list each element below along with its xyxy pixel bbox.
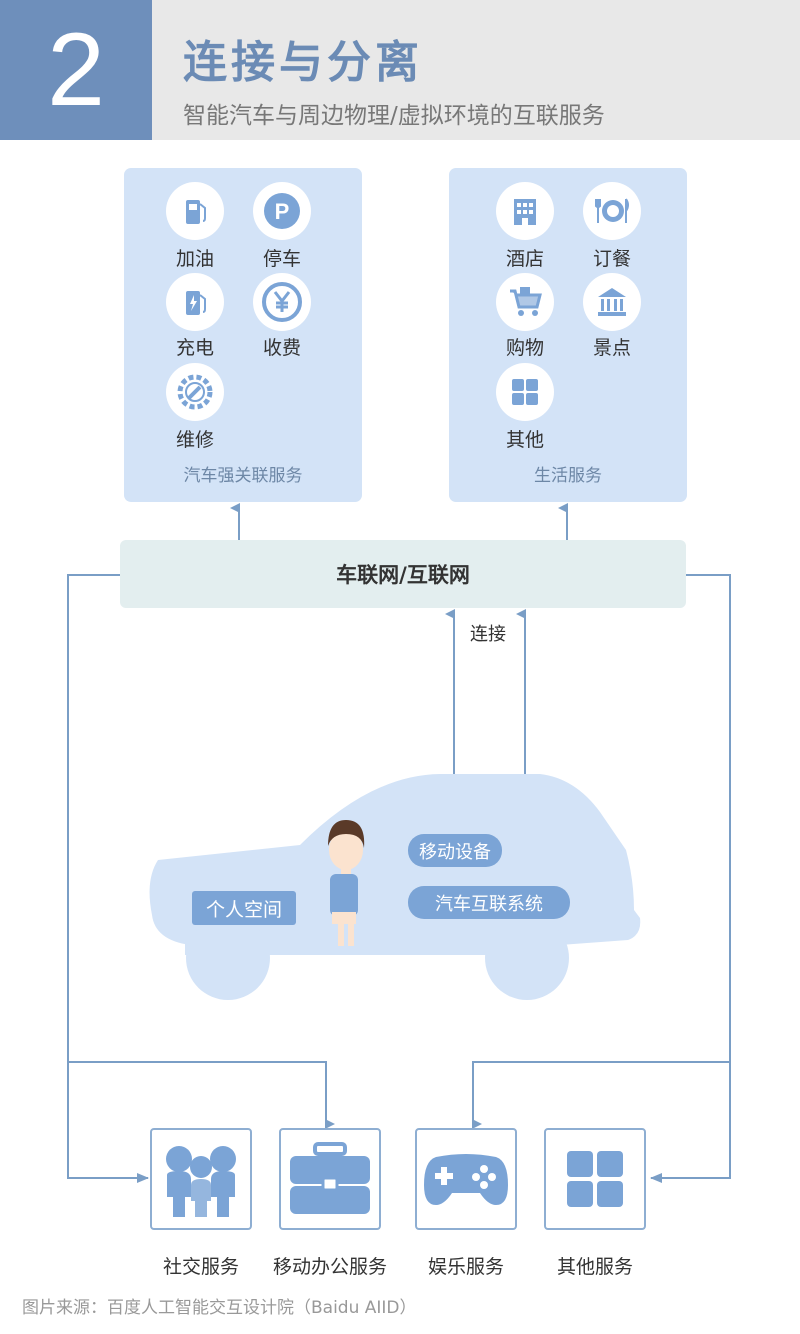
page-subtitle: 智能汽车与周边物理/虚拟环境的互联服务 xyxy=(183,103,605,129)
service-label-fuel: 加油 xyxy=(175,248,214,270)
repair-icon[interactable] xyxy=(166,363,224,421)
entertainment-service-box[interactable] xyxy=(415,1128,517,1230)
mobile-device-pill[interactable]: 移动设备 xyxy=(408,834,502,867)
entertainment-service-label: 娱乐服务 xyxy=(427,1256,504,1278)
service-label-parking: 停车 xyxy=(262,248,301,270)
other-service-label: 其他服务 xyxy=(556,1256,633,1278)
life-services-caption: 生活服务 xyxy=(534,466,602,486)
arrow-to-other xyxy=(650,574,731,1183)
header-band xyxy=(152,0,800,140)
gamepad-icon xyxy=(424,1154,508,1205)
briefcase-icon xyxy=(290,1142,370,1214)
car-services-caption: 汽车强关联服务 xyxy=(183,466,303,486)
service-label-shopping: 购物 xyxy=(505,337,544,359)
grid-icon xyxy=(567,1151,623,1207)
personal-space-tag: 个人空间 xyxy=(192,891,296,925)
connect-label: 连接 xyxy=(470,624,506,645)
landmark-icon[interactable] xyxy=(583,273,641,331)
arrow-to-office xyxy=(68,1061,335,1129)
charging-icon[interactable] xyxy=(166,273,224,331)
network-bar: 车联网/互联网 xyxy=(120,540,686,608)
service-label-scenic: 景点 xyxy=(592,337,631,359)
car-services-panel xyxy=(124,168,362,502)
other-service-box[interactable] xyxy=(544,1128,646,1230)
page-title: 连接与分离 xyxy=(183,37,423,88)
office-service-box[interactable] xyxy=(279,1128,381,1230)
people-icon xyxy=(166,1146,236,1217)
hotel-icon[interactable] xyxy=(496,182,554,240)
svg-text:P: P xyxy=(275,199,290,224)
image-source-footer: 图片来源：百度人工智能交互设计院（Baidu AIID） xyxy=(22,1298,417,1318)
office-service-label: 移动办公服务 xyxy=(272,1256,387,1278)
service-label-hotel: 酒店 xyxy=(505,248,544,270)
service-label-toll: 收费 xyxy=(262,337,301,359)
network-label: 车联网/互联网 xyxy=(336,563,470,587)
section-number: 2 xyxy=(0,0,152,140)
social-service-label: 社交服务 xyxy=(162,1256,239,1278)
service-label-other: 其他 xyxy=(505,429,544,451)
social-service-box[interactable] xyxy=(150,1128,252,1230)
fuel-icon[interactable] xyxy=(166,182,224,240)
parking-icon[interactable]: P xyxy=(253,182,311,240)
yen-icon[interactable] xyxy=(253,273,311,331)
dining-icon[interactable] xyxy=(583,182,641,240)
cart-icon[interactable] xyxy=(496,273,554,331)
life-services-panel xyxy=(449,168,687,502)
grid-icon[interactable] xyxy=(496,363,554,421)
service-label-repair: 维修 xyxy=(175,429,214,451)
service-label-charging: 充电 xyxy=(175,337,214,359)
service-label-dining: 订餐 xyxy=(592,248,631,270)
arrow-to-entertainment xyxy=(472,1061,730,1129)
person-figure xyxy=(328,820,365,946)
car-system-pill[interactable]: 汽车互联系统 xyxy=(408,886,570,919)
arrow-to-social xyxy=(67,574,149,1183)
